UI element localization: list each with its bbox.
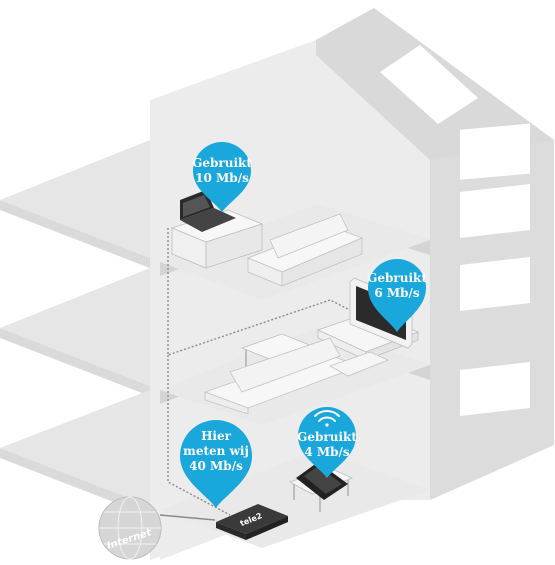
top-floor-furniture — [170, 190, 364, 287]
window-icon — [380, 45, 478, 124]
pin-tablet-line1: Gebruikt — [297, 430, 357, 444]
pin-laptop-line1: Gebruikt — [192, 156, 252, 170]
sofa-icon — [203, 337, 390, 415]
globe-icon: Internet — [98, 496, 216, 560]
usage-pin-tv: Gebruikt 6 Mb/s — [367, 259, 427, 332]
measure-line1: Hier — [201, 429, 232, 443]
laptop-icon — [180, 190, 236, 232]
window-icon — [460, 184, 530, 238]
router-icon: tele2 — [216, 504, 288, 540]
usage-pin-tablet: Gebruikt 4 Mb/s — [297, 407, 357, 478]
window-icon — [460, 362, 530, 416]
usage-pin-laptop: Gebruikt 10 Mb/s — [192, 142, 252, 212]
measure-pin: Hier meten wij 40 Mb/s — [180, 420, 252, 508]
pin-laptop-line2: 10 Mb/s — [195, 171, 249, 185]
pin-tv-line2: 6 Mb/s — [374, 286, 420, 300]
measure-line3: 40 Mb/s — [189, 459, 243, 473]
tablet-icon — [296, 462, 348, 500]
window-icon — [460, 257, 530, 311]
measure-line2: meten wij — [183, 444, 249, 458]
wifi-icon — [314, 410, 340, 427]
pin-tablet-line2: 4 Mb/s — [304, 445, 350, 459]
ground-floor-items: tele2 — [216, 462, 354, 540]
pin-tv-line1: Gebruikt — [367, 271, 427, 285]
network-cable — [167, 228, 351, 516]
window-icon — [460, 123, 530, 180]
sofa-icon — [246, 213, 364, 287]
